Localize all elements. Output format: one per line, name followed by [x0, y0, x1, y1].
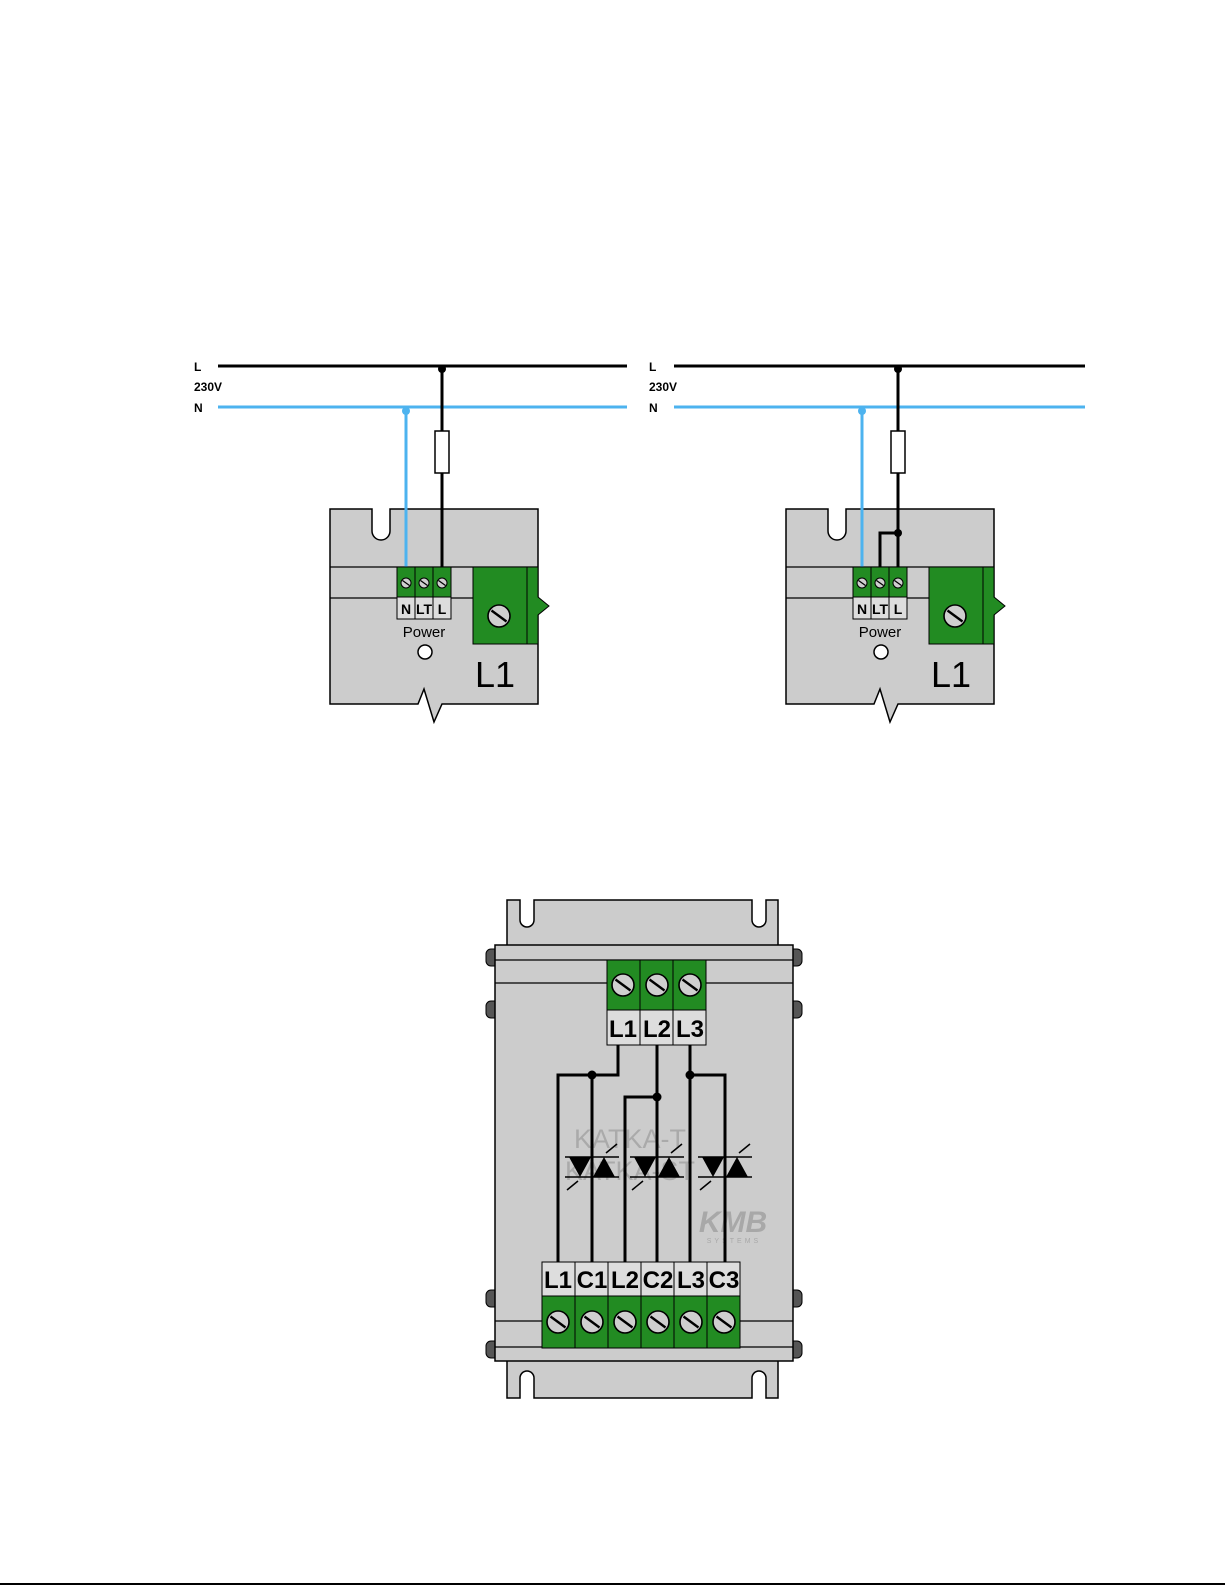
junction-dot	[402, 407, 410, 415]
phase-terminal-edge	[983, 567, 1005, 644]
bottom-terminal-label-l2: L2	[611, 1267, 639, 1294]
screw-icon	[437, 578, 447, 588]
label-line-l: L	[194, 360, 201, 374]
fuse-icon	[891, 431, 905, 473]
power-led-icon	[418, 645, 432, 659]
fuse-icon	[435, 431, 449, 473]
screw-icon	[581, 1311, 603, 1333]
terminal-label-n: N	[401, 601, 411, 617]
junction-dot	[588, 1071, 597, 1080]
label-line-n: N	[649, 401, 658, 415]
junction-dot	[438, 365, 446, 373]
label-voltage: 230V	[649, 380, 677, 394]
bottom-terminal-label-c2: C2	[643, 1267, 674, 1294]
terminal-label-l: L	[894, 601, 903, 617]
junction-dot	[894, 365, 902, 373]
bottom-terminal-label-c1: C1	[577, 1267, 608, 1294]
label-line-n: N	[194, 401, 203, 415]
triac-module: KATKA-T KATKA-ST KMB SYSTEMS L1 L2 L3	[486, 900, 802, 1398]
power-label: Power	[403, 624, 446, 641]
terminal-label-n: N	[857, 601, 867, 617]
screw-icon	[875, 578, 885, 588]
screw-icon	[646, 974, 668, 996]
left-wiring-diagram: L 230V N N LT L Power L1	[194, 360, 627, 722]
bottom-terminal-label-l3: L3	[677, 1267, 705, 1294]
screw-icon	[488, 605, 510, 627]
screw-icon	[614, 1311, 636, 1333]
top-terminal-label-l1: L1	[609, 1016, 637, 1043]
screw-icon	[679, 974, 701, 996]
top-terminal-label-l3: L3	[676, 1016, 704, 1043]
label-line-l: L	[649, 360, 656, 374]
phase-label: L1	[931, 654, 971, 695]
phase-terminal-edge	[527, 567, 549, 644]
screw-icon	[547, 1311, 569, 1333]
screw-icon	[713, 1311, 735, 1333]
right-wiring-diagram: L 230V N N LT L Power L1	[649, 360, 1085, 722]
top-terminal-label-l2: L2	[643, 1016, 671, 1043]
terminal-label-lt: LT	[872, 601, 889, 617]
terminal-label-lt: LT	[416, 601, 433, 617]
phase-label: L1	[475, 654, 515, 695]
power-led-icon	[874, 645, 888, 659]
screw-icon	[893, 578, 903, 588]
bottom-terminal-label-l1: L1	[544, 1267, 572, 1294]
screw-icon	[944, 605, 966, 627]
kmb-logo-subtitle: SYSTEMS	[707, 1238, 761, 1245]
junction-dot	[653, 1093, 662, 1102]
screw-icon	[647, 1311, 669, 1333]
screw-icon	[680, 1311, 702, 1333]
junction-dot	[858, 407, 866, 415]
screw-icon	[419, 578, 429, 588]
kmb-logo: KMB	[699, 1206, 767, 1239]
terminal-label-l: L	[438, 601, 447, 617]
screw-icon	[612, 974, 634, 996]
screw-icon	[401, 578, 411, 588]
power-label: Power	[859, 624, 902, 641]
label-voltage: 230V	[194, 380, 222, 394]
junction-dot	[686, 1071, 695, 1080]
screw-icon	[857, 578, 867, 588]
junction-dot	[894, 529, 902, 537]
bottom-terminal-label-c3: C3	[709, 1267, 740, 1294]
